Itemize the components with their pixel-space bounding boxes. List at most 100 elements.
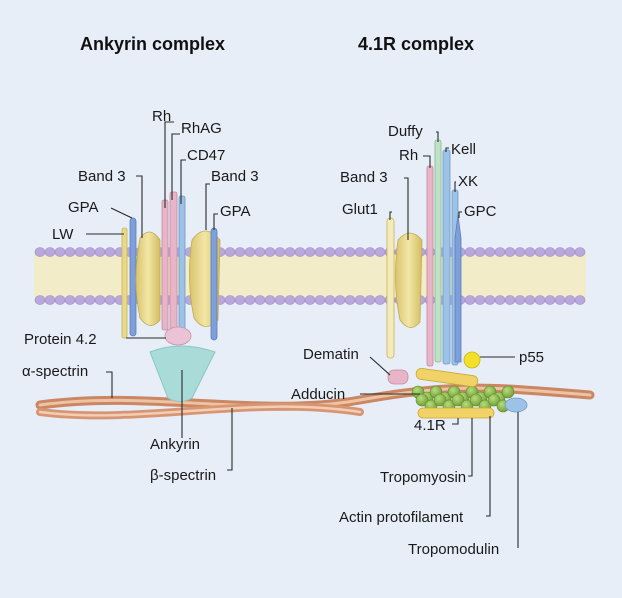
lipid-head bbox=[84, 247, 96, 257]
lipid-head bbox=[74, 247, 86, 257]
label-glut1: Glut1 bbox=[342, 201, 378, 218]
label-gpa-left-a: GPA bbox=[68, 199, 99, 216]
lipid-head bbox=[284, 295, 296, 305]
lipid-head bbox=[44, 247, 56, 257]
lipid-head bbox=[294, 247, 306, 257]
lipid-head bbox=[504, 247, 516, 257]
lipid-head bbox=[324, 247, 336, 257]
label-alpha-spectrin: α-spectrin bbox=[22, 363, 88, 380]
lipid-head bbox=[364, 295, 376, 305]
label-gpc: GPC bbox=[464, 203, 497, 220]
lipid-head bbox=[94, 295, 106, 305]
label-duffy: Duffy bbox=[388, 123, 423, 140]
lipid-head bbox=[104, 247, 116, 257]
actin-bead bbox=[469, 393, 483, 407]
label-band3-left-a: Band 3 bbox=[78, 168, 126, 185]
actin-bead bbox=[433, 393, 447, 407]
lipid-head bbox=[474, 295, 486, 305]
lipid-head bbox=[324, 295, 336, 305]
lipid-head bbox=[64, 247, 76, 257]
lipid-head bbox=[84, 295, 96, 305]
lipid-head bbox=[224, 295, 236, 305]
lipid-head bbox=[34, 247, 46, 257]
lipid-head bbox=[514, 295, 526, 305]
lipid-head bbox=[244, 295, 256, 305]
kell-protein bbox=[442, 149, 451, 365]
label-dematin: Dematin bbox=[303, 346, 359, 363]
gpa-left-protein bbox=[129, 217, 137, 337]
actin-protofilament bbox=[411, 385, 515, 413]
lipid-head bbox=[504, 295, 516, 305]
lipid-head bbox=[374, 247, 386, 257]
tropomyosin-protein bbox=[417, 407, 495, 419]
lipid-head bbox=[334, 247, 346, 257]
lw-protein bbox=[121, 227, 128, 339]
gpa-left-b-protein bbox=[210, 227, 218, 341]
lipid-head bbox=[524, 295, 536, 305]
label-rhag: RhAG bbox=[181, 120, 222, 137]
adducin-protein bbox=[415, 367, 479, 388]
glut1-protein bbox=[386, 217, 395, 359]
lipid-head bbox=[564, 247, 576, 257]
lipid-head bbox=[304, 247, 316, 257]
lipid-head bbox=[294, 295, 306, 305]
actin-bead bbox=[415, 393, 429, 407]
leader-duffy bbox=[436, 131, 439, 142]
leader-actin bbox=[486, 416, 491, 517]
lipid-head bbox=[234, 295, 246, 305]
label-beta-spectrin: β-spectrin bbox=[150, 467, 216, 484]
label-band3-right: Band 3 bbox=[340, 169, 388, 186]
protein42-protein bbox=[164, 326, 192, 346]
lipid-head bbox=[54, 295, 66, 305]
lipid-head bbox=[254, 247, 266, 257]
lipid-head bbox=[274, 295, 286, 305]
label-kell: Kell bbox=[451, 141, 476, 158]
band3-left-a-protein bbox=[135, 231, 161, 326]
lipid-head bbox=[224, 247, 236, 257]
lipid-head bbox=[244, 247, 256, 257]
label-actin: Actin protofilament bbox=[339, 509, 464, 526]
lipid-head bbox=[254, 295, 266, 305]
lipid-head bbox=[314, 247, 326, 257]
lipid-head bbox=[464, 295, 476, 305]
bilayer-heads-top bbox=[34, 247, 586, 257]
leader-alpha-spectrin bbox=[106, 371, 113, 398]
cd47-protein bbox=[178, 195, 186, 335]
lipid-head bbox=[484, 295, 496, 305]
lipid-head bbox=[344, 295, 356, 305]
lipid-head bbox=[74, 295, 86, 305]
lipid-head bbox=[264, 247, 276, 257]
lipid-head bbox=[564, 295, 576, 305]
leader-tropomyosin bbox=[468, 418, 473, 477]
leader-rh-right bbox=[423, 155, 431, 168]
beta-spectrin-highlight bbox=[38, 405, 362, 417]
label-band3-left-b: Band 3 bbox=[211, 168, 259, 185]
label-cd47: CD47 bbox=[187, 147, 225, 164]
lipid-head bbox=[474, 247, 486, 257]
lipid-head bbox=[554, 247, 566, 257]
dematin-protein bbox=[387, 369, 409, 385]
lipid-head bbox=[354, 247, 366, 257]
actin-bead bbox=[501, 385, 515, 399]
lipid-head bbox=[274, 247, 286, 257]
bilayer-heads-bottom bbox=[34, 295, 586, 305]
label-41r: 4.1R bbox=[414, 417, 446, 434]
lipid-head bbox=[574, 295, 586, 305]
lipid-head bbox=[544, 247, 556, 257]
leader-rh-left bbox=[164, 121, 174, 208]
label-tropomodulin: Tropomodulin bbox=[408, 541, 499, 558]
lipid-head bbox=[44, 295, 56, 305]
label-p55: p55 bbox=[519, 349, 544, 366]
leader-band3-left-b bbox=[205, 183, 210, 230]
lipid-head bbox=[54, 247, 66, 257]
leader-rhag bbox=[171, 133, 180, 200]
label-gpa-left-b: GPA bbox=[220, 203, 251, 220]
lipid-head bbox=[94, 247, 106, 257]
leader-gpa-left-b bbox=[213, 213, 218, 230]
title-41r-complex: 4.1R complex bbox=[358, 34, 474, 54]
p55-protein bbox=[463, 351, 481, 369]
lipid-head bbox=[514, 247, 526, 257]
rh-right-protein bbox=[426, 165, 434, 367]
title-ankyrin-complex: Ankyrin complex bbox=[80, 34, 225, 54]
